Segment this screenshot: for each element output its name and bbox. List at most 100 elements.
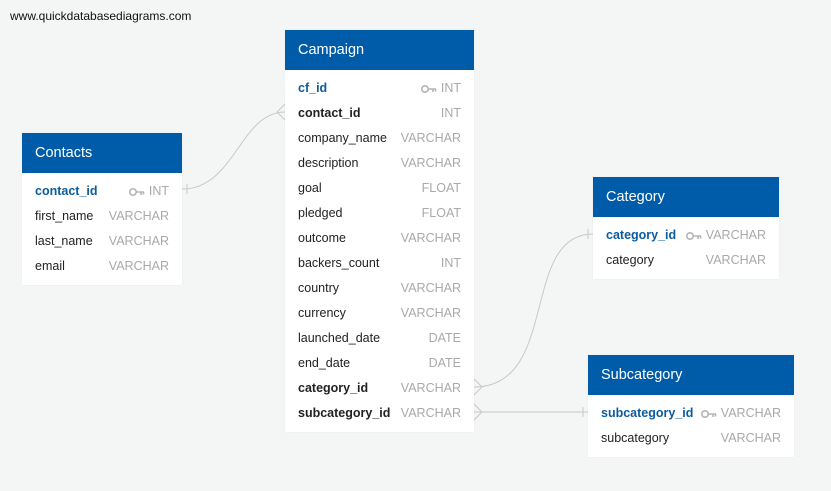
field-row[interactable]: subcategory_id VARCHAR	[285, 401, 474, 426]
field-name: outcome	[298, 231, 346, 245]
field-name: category_id	[298, 381, 369, 395]
field-name: currency	[298, 306, 346, 320]
field-type-label: VARCHAR	[108, 234, 169, 248]
field-type: VARCHAR	[401, 151, 461, 176]
field-type-label: VARCHAR	[400, 381, 461, 395]
field-type-label: DATE	[428, 331, 461, 345]
key-icon	[685, 231, 702, 240]
field-row[interactable]: goal FLOAT	[285, 176, 474, 201]
field-name: end_date	[298, 356, 351, 370]
table-title: Campaign	[285, 30, 474, 70]
field-type-label: VARCHAR	[400, 131, 461, 145]
field-row[interactable]: description VARCHAR	[285, 151, 474, 176]
field-type-label: VARCHAR	[108, 209, 169, 223]
field-row[interactable]: contact_id INT	[285, 101, 474, 126]
field-type: VARCHAR	[401, 226, 461, 251]
field-type-label: VARCHAR	[400, 406, 461, 420]
field-type-label: INT	[440, 256, 461, 270]
table-title: Contacts	[22, 133, 182, 173]
field-row[interactable]: email VARCHAR	[22, 254, 182, 279]
link-contacts-campaign	[181, 111, 286, 190]
field-row[interactable]: subcategory_id VARCHAR	[588, 401, 794, 426]
field-row[interactable]: subcategory VARCHAR	[588, 426, 794, 451]
table-title: Subcategory	[588, 355, 794, 395]
key-icon	[128, 187, 145, 196]
field-name: category_id	[606, 228, 677, 242]
field-name: contact_id	[298, 106, 361, 120]
field-name: category	[606, 253, 654, 267]
field-name: launched_date	[298, 331, 381, 345]
field-type: DATE	[429, 351, 461, 376]
field-name: email	[35, 259, 65, 273]
field-name: country	[298, 281, 339, 295]
field-row[interactable]: cf_id INT	[285, 76, 474, 101]
field-row[interactable]: category_id VARCHAR	[593, 223, 779, 248]
watermark: www.quickdatabasediagrams.com	[10, 9, 192, 23]
field-type-label: VARCHAR	[720, 431, 781, 445]
field-name: goal	[298, 181, 322, 195]
field-type-label: VARCHAR	[400, 156, 461, 170]
field-type: VARCHAR	[401, 301, 461, 326]
field-type-label: VARCHAR	[400, 306, 461, 320]
field-type-label: VARCHAR	[400, 231, 461, 245]
field-type: INT	[128, 179, 169, 204]
field-type: INT	[420, 76, 461, 101]
field-row[interactable]: outcome VARCHAR	[285, 226, 474, 251]
field-type: VARCHAR	[700, 401, 781, 426]
field-type-label: VARCHAR	[705, 253, 766, 267]
field-name: subcategory_id	[601, 406, 694, 420]
field-type: FLOAT	[422, 201, 461, 226]
field-name: description	[298, 156, 359, 170]
field-name: subcategory_id	[298, 406, 391, 420]
field-row[interactable]: launched_date DATE	[285, 326, 474, 351]
field-type-label: VARCHAR	[400, 281, 461, 295]
field-name: pledged	[298, 206, 343, 220]
field-row[interactable]: last_name VARCHAR	[22, 229, 182, 254]
field-row[interactable]: contact_id INT	[22, 179, 182, 204]
field-type: VARCHAR	[109, 254, 169, 279]
field-type-label: INT	[440, 106, 461, 120]
field-row[interactable]: category_id VARCHAR	[285, 376, 474, 401]
field-row[interactable]: end_date DATE	[285, 351, 474, 376]
field-row[interactable]: backers_count INT	[285, 251, 474, 276]
link-many-crow	[473, 403, 483, 421]
field-type: INT	[441, 101, 461, 126]
field-type: VARCHAR	[706, 248, 766, 273]
field-name: subcategory	[601, 431, 670, 445]
field-type: VARCHAR	[401, 376, 461, 401]
field-row[interactable]: category VARCHAR	[593, 248, 779, 273]
field-type-label: VARCHAR	[108, 259, 169, 273]
field-type: VARCHAR	[401, 276, 461, 301]
field-type-label: FLOAT	[421, 206, 461, 220]
field-type: VARCHAR	[401, 401, 461, 426]
link-many-crow	[473, 378, 483, 396]
field-name: backers_count	[298, 256, 380, 270]
field-type-label: VARCHAR	[720, 406, 781, 420]
field-row[interactable]: country VARCHAR	[285, 276, 474, 301]
link-campaign-category	[473, 233, 594, 388]
field-type: VARCHAR	[109, 229, 169, 254]
field-type: VARCHAR	[109, 204, 169, 229]
link-many-crow	[276, 103, 286, 121]
field-name: last_name	[35, 234, 93, 248]
field-row[interactable]: pledged FLOAT	[285, 201, 474, 226]
field-type: DATE	[429, 326, 461, 351]
field-type: FLOAT	[422, 176, 461, 201]
field-type: VARCHAR	[721, 426, 781, 451]
field-type-label: INT	[440, 81, 461, 95]
field-type: VARCHAR	[685, 223, 766, 248]
field-name: cf_id	[298, 81, 328, 95]
field-type: INT	[441, 251, 461, 276]
field-type-label: INT	[148, 184, 169, 198]
field-type-label: DATE	[428, 356, 461, 370]
field-row[interactable]: currency VARCHAR	[285, 301, 474, 326]
field-name: contact_id	[35, 184, 98, 198]
key-icon	[700, 409, 717, 418]
field-type: VARCHAR	[401, 126, 461, 151]
